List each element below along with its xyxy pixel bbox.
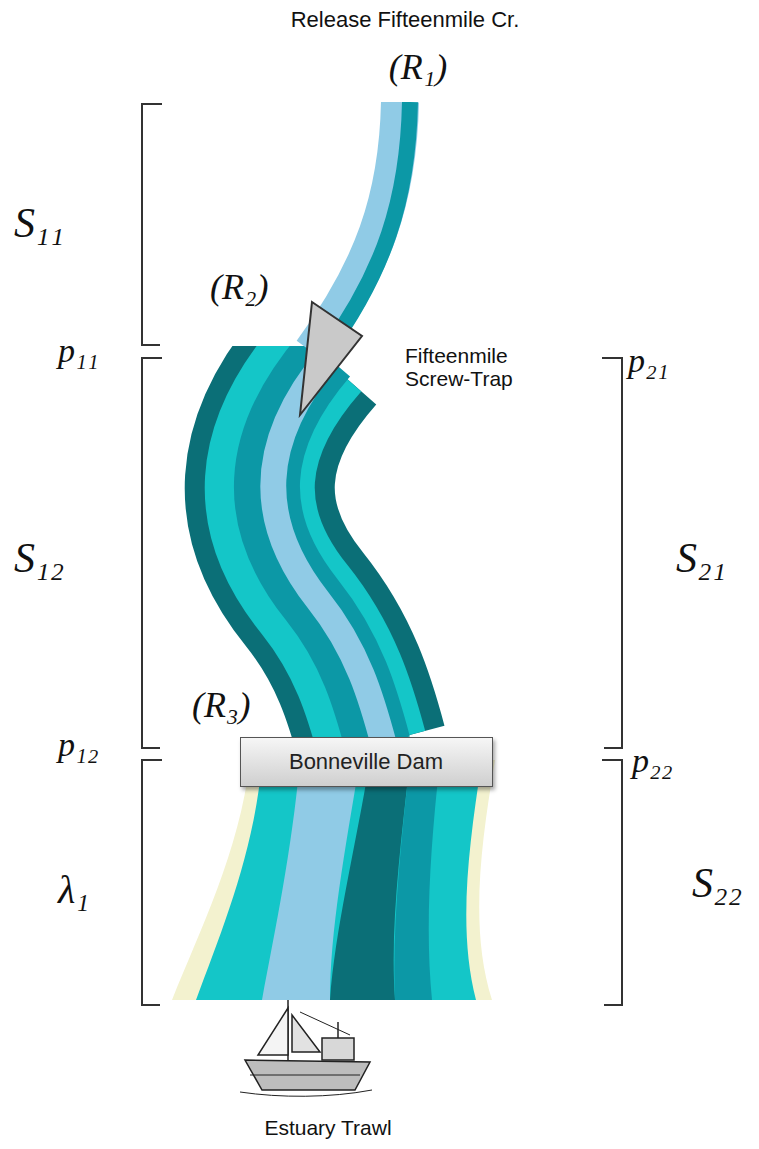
detection-prob: p₂₁	[628, 342, 669, 379]
dam-box: Bonneville Dam	[240, 737, 493, 787]
dam-name: Bonneville Dam	[289, 749, 443, 775]
segment-survival: S₁₁	[14, 200, 64, 246]
joint-prob: λ₁	[58, 868, 89, 912]
segment-survival: S₂₂	[692, 860, 742, 906]
detection-prob: p₂₂	[632, 742, 673, 779]
detection-prob: p₁₂	[58, 726, 99, 763]
segment-survival: S₁₂	[14, 535, 64, 581]
detection-prob: p₁₁	[58, 332, 99, 369]
place-name: Release Fifteenmile Cr.	[291, 8, 520, 32]
segment-survival: S₂₁	[676, 535, 726, 581]
place-name: Fifteenmile Screw-Trap	[405, 344, 555, 390]
release-id: (R₂)	[210, 268, 268, 308]
place-name: Estuary Trawl	[264, 1116, 391, 1139]
release-id: (R₁)	[389, 48, 447, 88]
release-id: (R₃)	[192, 686, 250, 726]
